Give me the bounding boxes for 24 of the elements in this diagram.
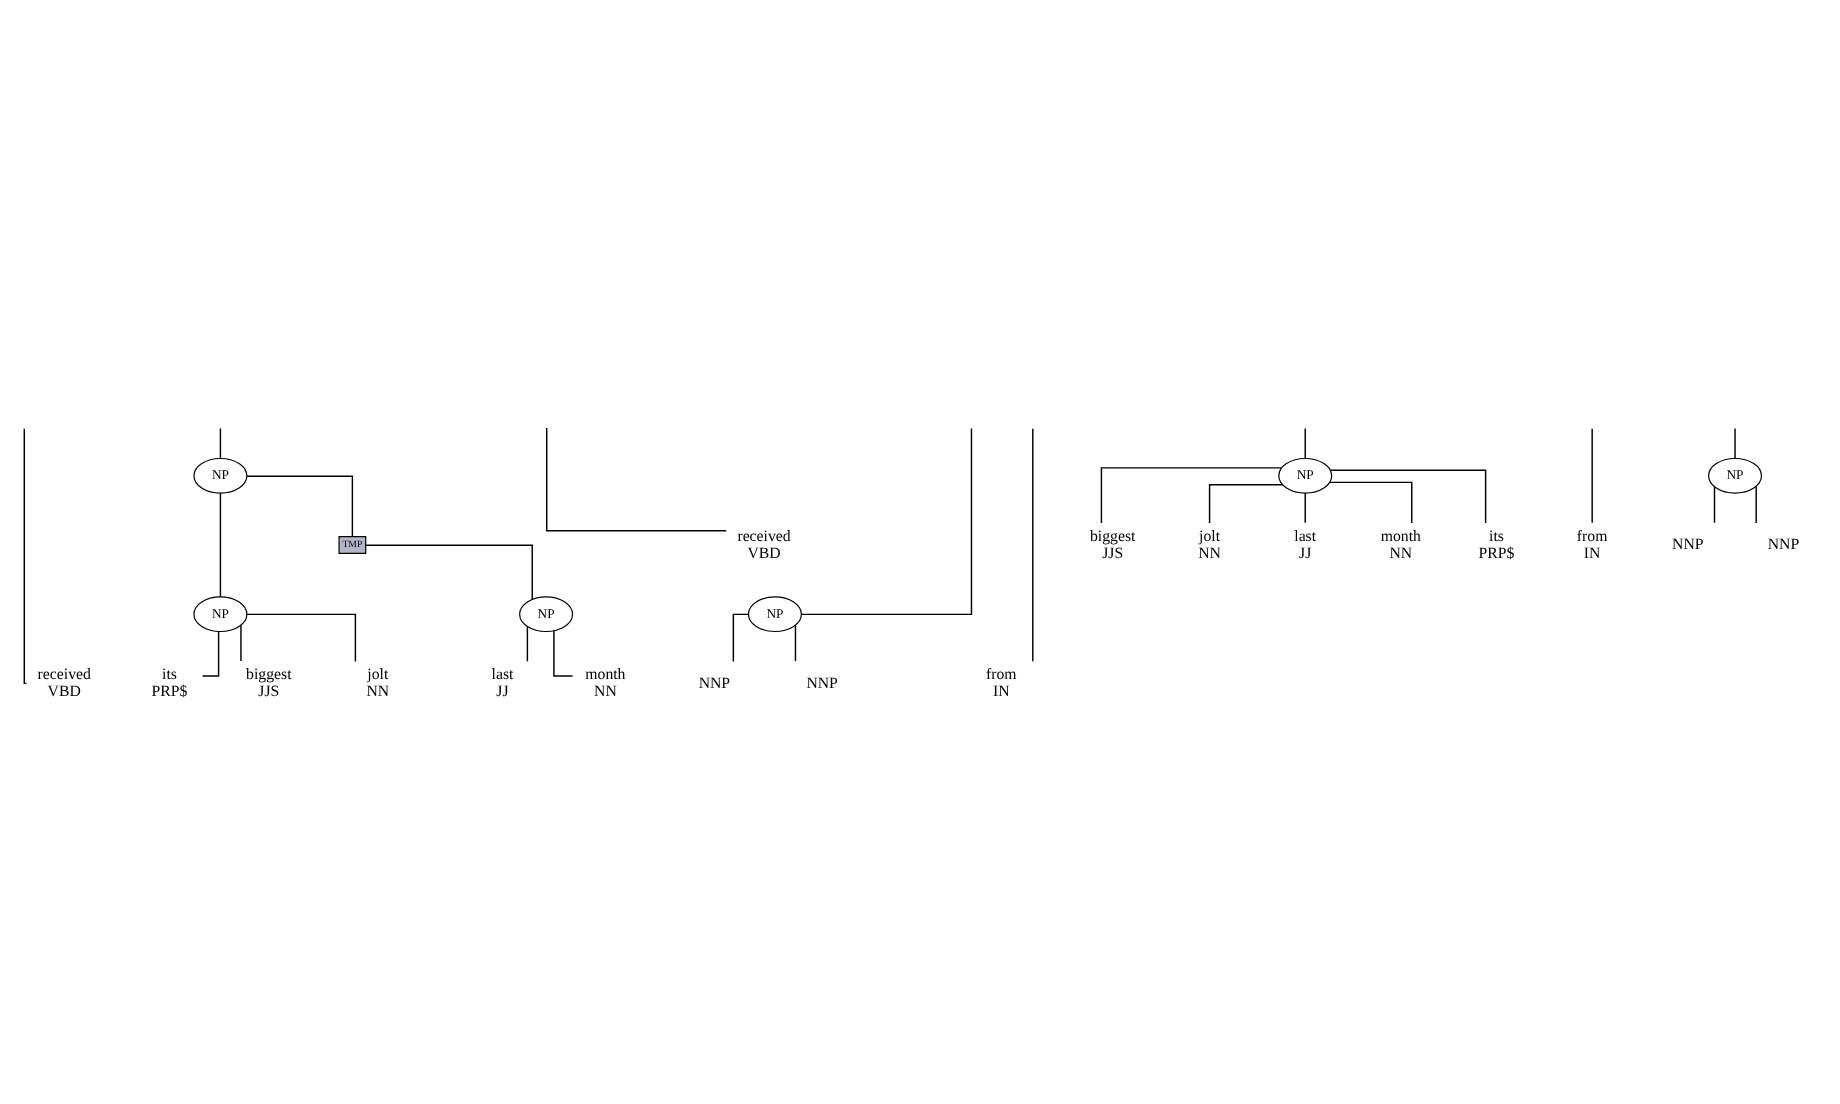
connector: [219, 492, 222, 598]
connector: [1591, 428, 1593, 524]
connector: [1032, 428, 1034, 662]
connector: [526, 625, 529, 663]
connector: [546, 427, 727, 532]
connector: [1329, 481, 1413, 524]
connector: [1208, 484, 1284, 524]
connector: [23, 428, 28, 685]
connector: [1100, 467, 1283, 524]
connector: [1734, 427, 1736, 459]
connector: [794, 624, 797, 662]
connector: [365, 544, 533, 601]
connector: [1713, 486, 1716, 524]
connector: [240, 624, 242, 662]
connector: [246, 613, 357, 663]
connector: [1304, 492, 1306, 524]
connector: [1304, 427, 1306, 459]
connector: [246, 475, 354, 537]
connector: [732, 613, 750, 663]
connector: [219, 427, 222, 459]
connector: [1329, 469, 1487, 524]
connector: [801, 427, 973, 616]
connector: [1755, 485, 1757, 524]
connector: [201, 630, 220, 677]
